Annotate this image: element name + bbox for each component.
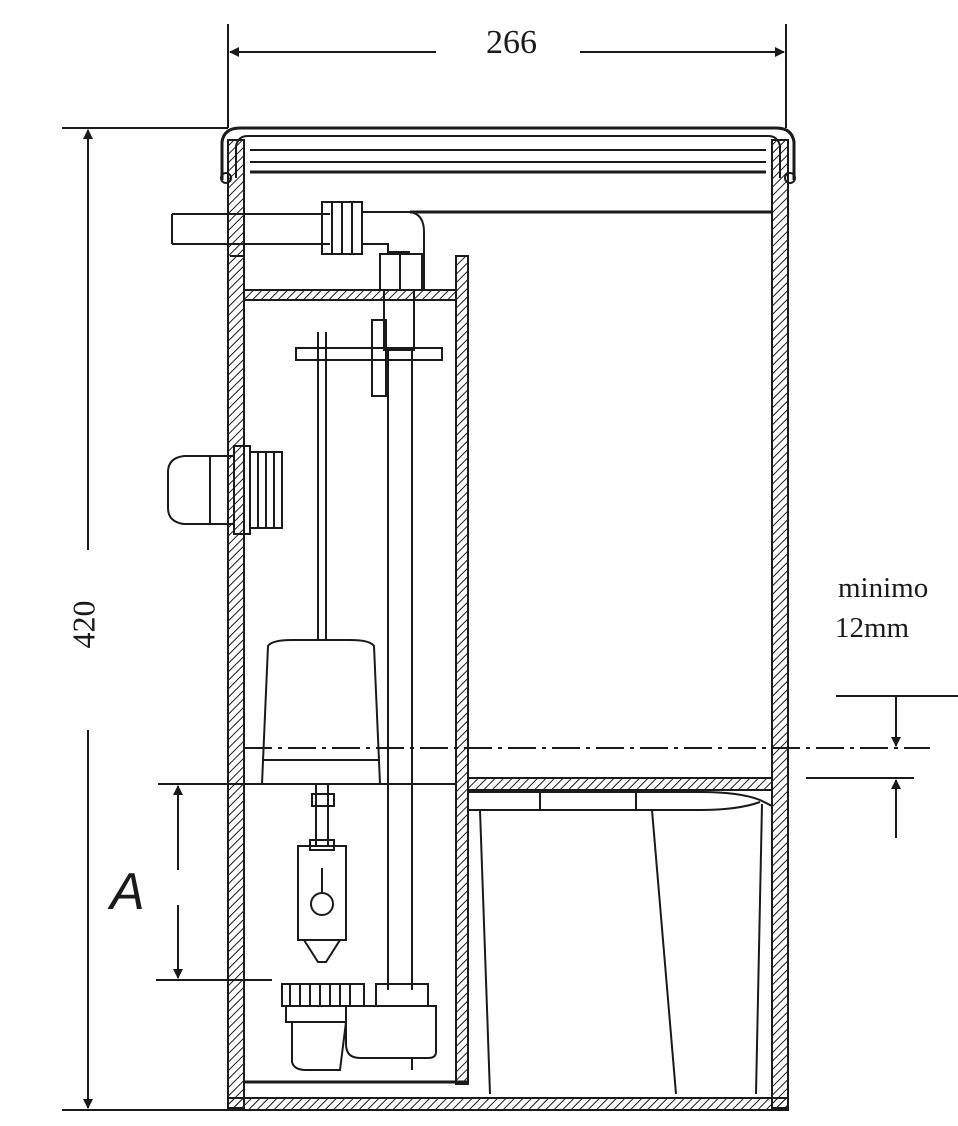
vertical-discharge-pipe xyxy=(345,253,437,1070)
chamber-top-plate xyxy=(243,289,457,301)
inner-chamber xyxy=(230,255,469,1085)
inlet-pipe xyxy=(171,201,772,290)
tank-right-wall xyxy=(771,139,789,1109)
pump-base xyxy=(281,983,365,1071)
float-switch xyxy=(260,332,443,963)
dimension-height-label: 420 xyxy=(65,600,102,649)
tank-left-wall xyxy=(227,139,245,1109)
dimension-width-label: 266 xyxy=(486,24,537,61)
tank-lid xyxy=(220,126,796,180)
side-outlet-fitting xyxy=(167,445,283,535)
outer-tank xyxy=(220,126,796,1111)
filter-basket xyxy=(467,777,773,1095)
minimum-note-line2: 12mm xyxy=(835,612,910,644)
tank-bottom xyxy=(227,1097,789,1111)
dimension-a-label: A xyxy=(110,863,145,921)
water-level xyxy=(158,695,958,838)
dimension-lines xyxy=(62,24,787,1111)
minimum-note-line1: minimo xyxy=(838,572,929,604)
filter-mesh xyxy=(467,777,773,791)
chamber-wall xyxy=(455,255,469,1085)
